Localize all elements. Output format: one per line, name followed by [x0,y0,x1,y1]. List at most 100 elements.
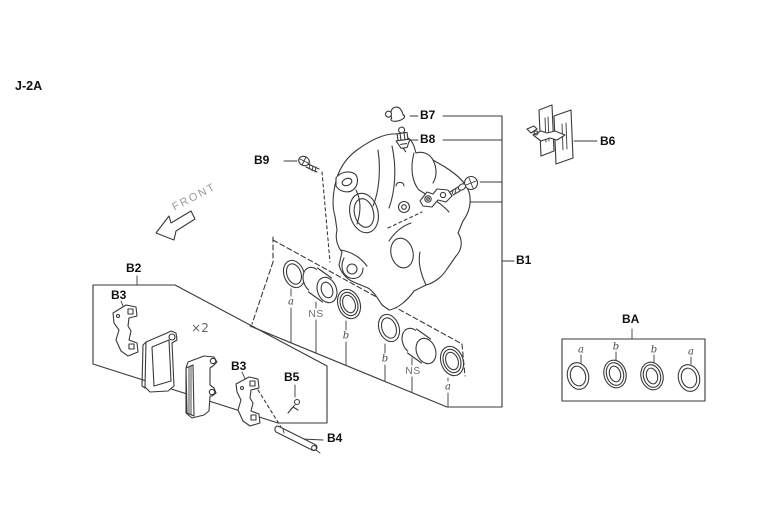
piston-shelf-line [249,325,448,408]
caliper-contour [372,149,380,207]
shim-clip-tab [526,125,538,134]
shim-plate-2 [553,109,574,165]
bleeder-hex-line [399,132,402,141]
callout-a-1: a [288,296,294,308]
pad-clip-b3-right [235,376,261,427]
clip-dot [115,313,121,319]
caliper-contour [411,152,420,191]
caliper-leg-hole [346,263,358,275]
dashed-left-diag [251,261,274,325]
piston-1-top [316,267,333,279]
label-b4[interactable]: B4 [327,431,343,445]
caliper-contour [418,251,427,286]
clip-hole [249,380,256,387]
piston-1-bore [320,281,334,299]
label-b9[interactable]: B9 [254,153,270,167]
screw-thread [311,165,314,172]
label-b5[interactable]: B5 [284,370,300,384]
plate-hole-2 [439,191,447,199]
label-b1[interactable]: B1 [516,253,532,267]
pad-ear-hole [168,333,176,341]
caliper-body [332,133,471,311]
clip-b5 [287,398,301,414]
callout-ns-2: NS [405,365,421,377]
bleeder-thread [400,142,408,145]
shim-clip-hole [533,130,539,136]
dust-boot-2-inner [445,351,459,371]
piston-2-bottom [406,352,423,364]
ba-box [561,338,706,402]
brake-pad-rear [141,330,178,393]
caliper-ear [335,171,358,193]
bleeder-cap-b7 [384,106,406,122]
quantity-multiplier: ×2 [191,321,209,335]
label-b3-left[interactable]: B3 [111,288,127,302]
bleeder-stem [402,147,407,153]
b9-dashed-leader [321,171,331,263]
b3-to-b4-dashed [257,389,282,428]
piston-2-top [415,328,432,340]
b5-ring [293,398,301,406]
plate-hole [424,195,432,203]
pad-thickness-edge [141,341,147,389]
bolt-washer [457,183,467,191]
screw-b9 [298,155,320,173]
pad-shim-inner [151,339,172,387]
ba-callout-b-1: b [612,341,620,353]
bolt-thread [451,190,454,195]
piston-seal-group [282,259,465,377]
ba-callout-a-2: a [688,346,694,358]
caliper-lower-opening [390,237,414,269]
label-b3-right[interactable]: B3 [231,359,247,373]
bolt-thread [454,188,457,194]
label-b7[interactable]: B7 [420,108,436,122]
pin-tip-ring [311,445,317,451]
pad-group-box-b2 [92,275,328,424]
callout-a-2: a [445,381,451,393]
caliper-boss [397,200,411,214]
caliper-contour [388,145,396,209]
label-b8[interactable]: B8 [420,132,436,146]
ba-seal-3-inner [645,367,659,385]
brake-pad-front [185,355,218,419]
dust-boot-1-inner [342,294,356,314]
screw-thread [308,163,311,170]
clip-hole [128,343,135,350]
label-b6[interactable]: B6 [600,134,616,148]
ba-seal-4-inner [680,367,698,389]
pin-body [274,425,318,451]
piston-seal-1 [282,259,306,289]
bolt-shank [449,186,461,196]
bolt-cross [468,177,474,189]
clip-outline [112,304,139,357]
caliper-ear-hole [341,177,353,187]
caliper-contour [388,222,412,242]
b5-wire [287,406,299,414]
ba-seal-2-mid [605,362,625,386]
ba-callout-b-2: b [650,344,658,356]
screw-slot [301,156,307,166]
piston-2-front [415,337,437,365]
pad-clip-b3-left [112,304,139,357]
clip-hole [127,308,134,315]
page-code[interactable]: J-2A [15,79,43,93]
piston-seal-2-inner [380,317,398,339]
label-b2[interactable]: B2 [126,261,142,275]
caliper-bridge-opening [349,192,379,234]
pad-ear-hole [208,388,216,396]
seal-kit-box-ba [561,338,706,402]
callout-b-1: b [342,330,350,342]
caliper-bridge-inner [353,198,375,228]
dust-boot-1 [336,288,362,320]
dashed-top-edge [272,239,463,345]
label-ba[interactable]: BA [622,312,640,326]
dust-boot-2-mid [442,348,462,374]
retainer-plate [419,188,453,208]
shim-slot [565,122,568,150]
caliper-contour [355,189,361,225]
caliper-contour [432,159,437,184]
pin-groove [282,428,285,434]
screw-thread [314,166,317,173]
